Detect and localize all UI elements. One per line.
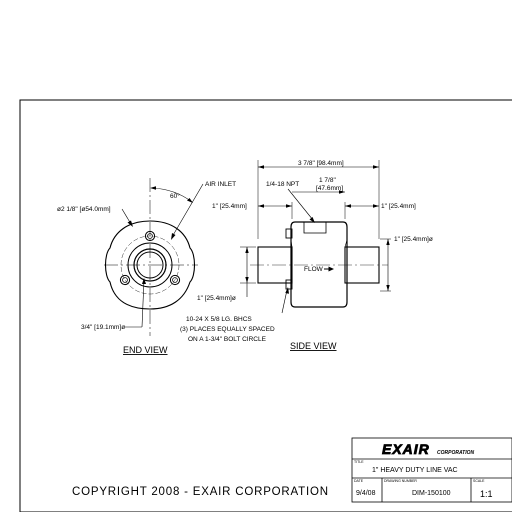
note-line-1: 10-24 X 5/8 LG. BHCS xyxy=(186,316,252,323)
scale-caption: SCALE xyxy=(473,479,485,483)
date-caption: DATE xyxy=(354,479,364,483)
drawing-title: 1" HEAVY DUTY LINE VAC xyxy=(372,467,458,474)
inner-diameter-ext xyxy=(141,278,145,328)
bolt-head-top xyxy=(285,228,293,239)
note-line-2: (3) PLACES EQUALLY SPACED xyxy=(180,326,275,333)
overall-length-arrow-r xyxy=(373,165,379,169)
outer-diameter-label: ø2 1/8" [ø54.0mm] xyxy=(57,206,111,213)
bolt-hole-top-inner xyxy=(147,233,153,239)
npt-port xyxy=(303,222,327,234)
body-length-mm-label: [47.6mm] xyxy=(316,185,343,192)
note-arrow xyxy=(285,287,289,294)
drawing-scale: 1:1 xyxy=(480,489,493,499)
end-view-bore-outer xyxy=(133,248,167,282)
left-stub-arrow-l xyxy=(258,204,264,208)
bolt-hole-right-inner xyxy=(172,277,178,283)
drawing-border xyxy=(19,99,512,512)
right-stub-label: 1" [25.4mm] xyxy=(381,203,416,210)
end-view-body-ring xyxy=(127,242,173,288)
body-taper-right xyxy=(344,239,348,248)
bolt-head-bottom xyxy=(285,279,293,290)
side-view-body xyxy=(290,221,348,308)
end-view-label: END VIEW xyxy=(123,345,168,355)
note-line-3: ON A 1-3/4" BOLT CIRCLE xyxy=(188,336,267,343)
side-view-label: SIDE VIEW xyxy=(290,341,337,351)
end-view-bore-inner xyxy=(136,251,164,279)
angle-arrow-right xyxy=(187,198,193,203)
angle-arrow-left xyxy=(150,186,156,190)
bolt-hole-right xyxy=(169,274,181,286)
npt-label: 1/4-18 NPT xyxy=(266,181,299,188)
copyright-text: COPYRIGHT 2008 - EXAIR CORPORATION xyxy=(72,486,329,498)
right-stub-arrow-r xyxy=(373,204,379,208)
drawing-number: DIM-150100 xyxy=(412,490,451,497)
flow-arrow-head xyxy=(328,266,334,272)
left-stub-arrow-r xyxy=(286,204,292,208)
body-length-label: 1 7/8" xyxy=(319,177,336,184)
overall-length-arrow-l xyxy=(258,165,264,169)
end-view-angle-label: 60° xyxy=(170,192,180,200)
note-leader xyxy=(281,289,288,314)
inner-diameter-arrow xyxy=(142,278,146,284)
title-block xyxy=(351,437,512,503)
flow-label: FLOW xyxy=(304,266,324,273)
end-view xyxy=(104,178,204,336)
exair-logo: EXAIR xyxy=(382,441,430,457)
npt-leader xyxy=(287,188,314,221)
side-view xyxy=(240,160,391,314)
outer-diameter-arrow xyxy=(127,220,133,227)
drawing-date: 9/4/08 xyxy=(356,490,376,497)
air-inlet-label: AIR INLET xyxy=(205,181,236,188)
bolt-hole-left-inner xyxy=(122,277,128,283)
drawing-number-caption: DRAWING NUMBER xyxy=(384,479,417,483)
bolt-hole-left xyxy=(119,274,131,286)
end-view-flange xyxy=(104,220,196,310)
inner-diameter-label: 3/4" [19.1mm]ø xyxy=(81,324,125,331)
body-taper-left xyxy=(290,239,293,248)
title-block-frame xyxy=(351,437,512,503)
bolt-hole-top xyxy=(144,230,156,242)
bolt-circle xyxy=(120,235,180,295)
right-diameter-label: 1" [25.4mm]ø xyxy=(394,236,433,243)
air-inlet-leader xyxy=(171,183,204,238)
air-inlet-arrow xyxy=(171,233,176,240)
body-length-arrow-r xyxy=(339,190,345,194)
right-diameter-arrow-bottom xyxy=(386,285,390,291)
left-stub-label: 1" [25.4mm] xyxy=(212,203,247,210)
right-stub-arrow-l xyxy=(345,204,351,208)
title-caption: TITLE xyxy=(354,460,364,464)
company-suffix: CORPORATION xyxy=(437,450,475,456)
left-diameter-arrow-bottom xyxy=(245,277,249,283)
left-diameter-arrow-top xyxy=(245,247,249,253)
right-diameter-arrow-top xyxy=(386,239,390,245)
left-diameter-label: 1" [25.4mm]ø xyxy=(197,295,236,302)
overall-length-label: 3 7/8" [98.4mm] xyxy=(298,160,344,167)
